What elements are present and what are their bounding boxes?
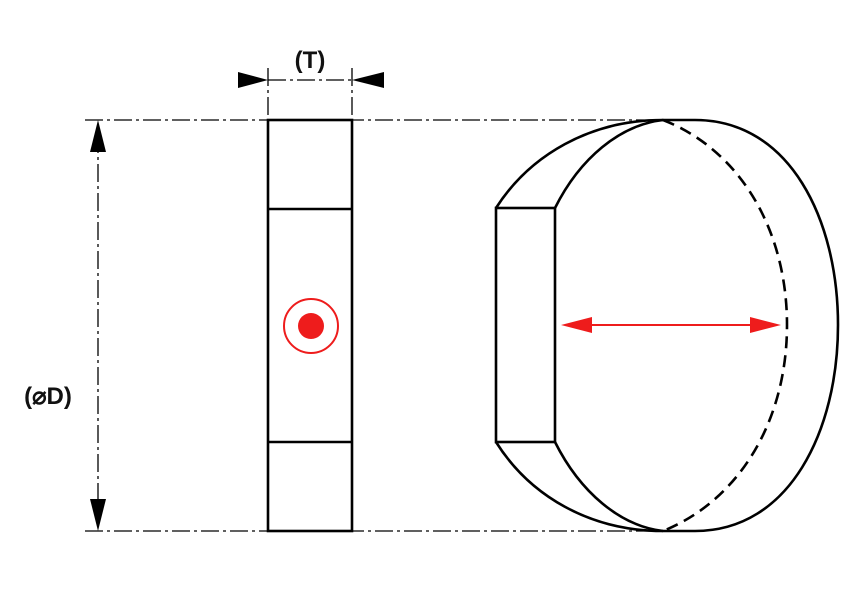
flat-face [494,206,557,444]
perspective-view [494,118,840,533]
double-arrow-icon [561,317,781,333]
front-arc-top [553,118,664,209]
side-view-outline [266,118,354,533]
hidden-edge-arc [662,118,789,533]
arrow-left-icon [352,72,384,88]
arrow-up-icon [90,120,106,152]
front-arc-bottom [553,441,664,533]
arrow-right-icon [238,72,268,88]
arrow-down-icon [90,499,106,531]
side-view [266,118,354,533]
reference-lines [85,68,665,532]
dimension-arrows [90,72,384,531]
outer-outline [494,118,840,533]
thickness-label: (T) [295,47,326,74]
diameter-label: (⌀D) [24,383,72,410]
target-circle-icon [283,298,339,354]
